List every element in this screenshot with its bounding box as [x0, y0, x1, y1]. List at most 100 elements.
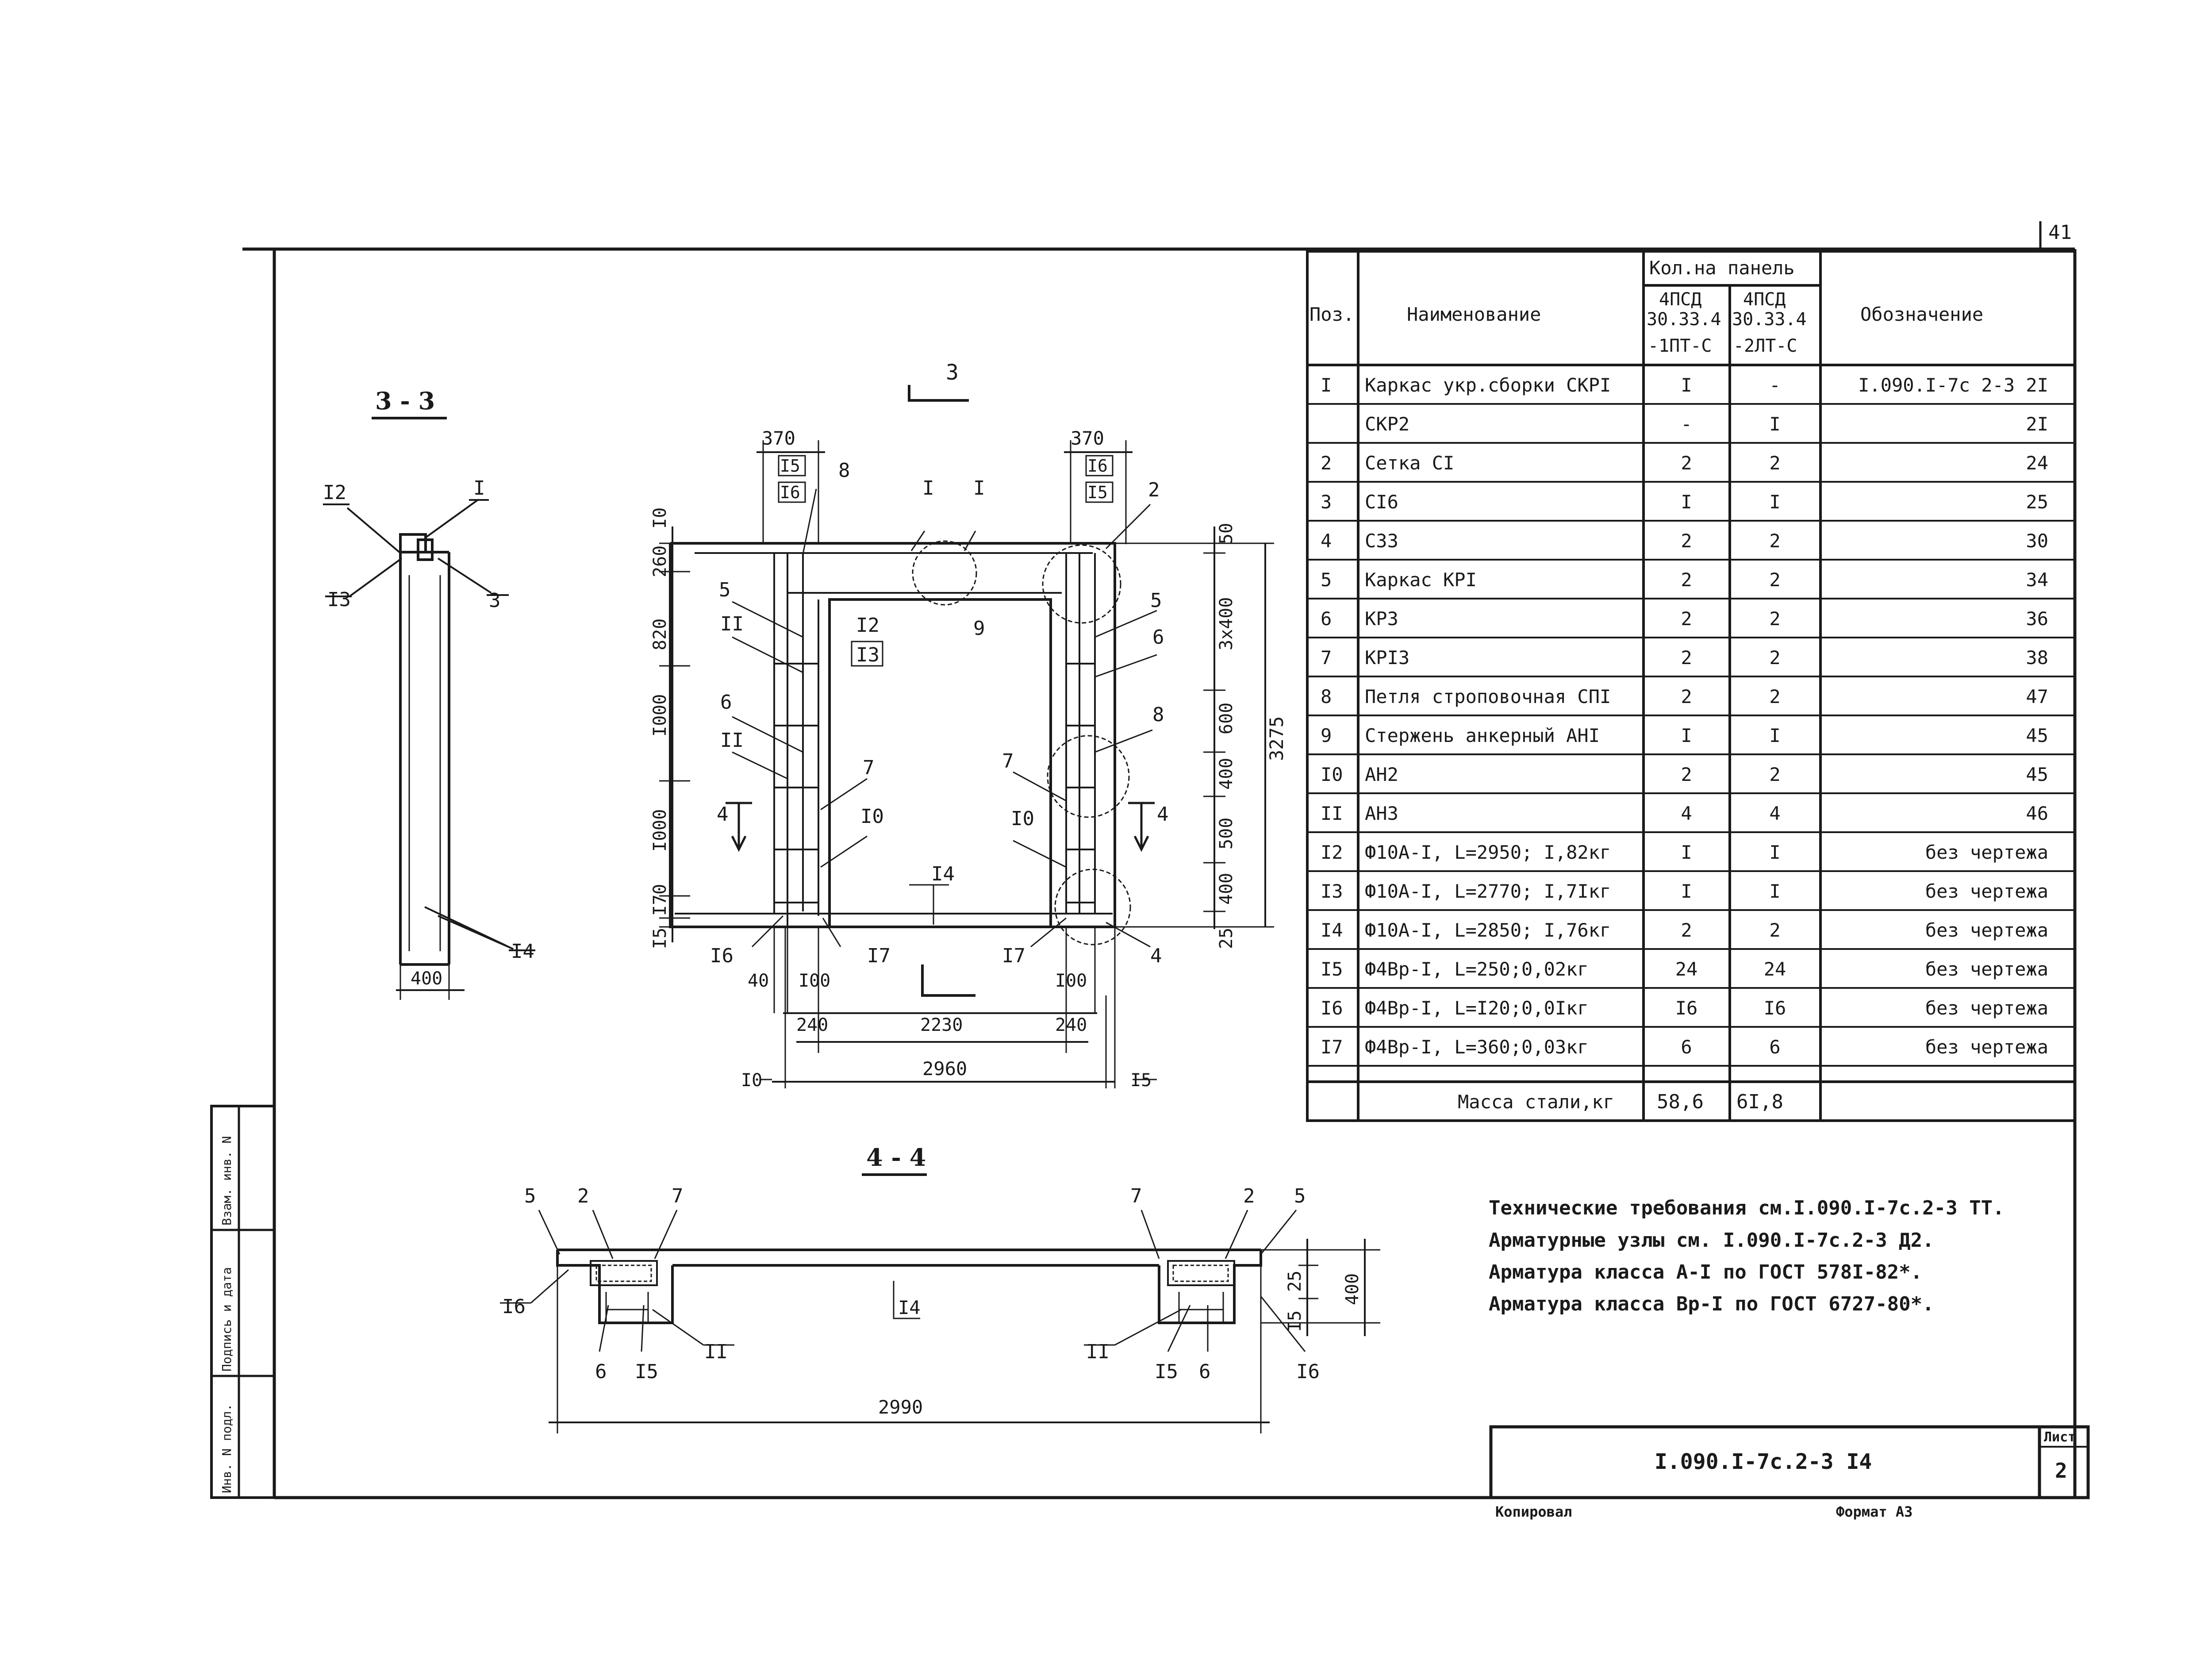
cell-qty-a: 2: [1681, 647, 1692, 669]
spec-table: Поз. Наименование Кол.на панель 4ПСД 30.…: [1306, 250, 2076, 1122]
mark-17a: I7: [867, 945, 891, 967]
cell-qty-a: 2: [1681, 764, 1692, 785]
dim-top-left-370: 370: [762, 427, 795, 449]
cell-qty-b: 6: [1769, 1036, 1780, 1058]
cell-name: Ф4Вр-I, L=I20;0,0Iкг: [1365, 997, 1589, 1019]
cell-name: СI6: [1365, 491, 1398, 513]
s44-mark-14: I4: [898, 1297, 921, 1318]
s44-mark-5a: 5: [524, 1185, 536, 1207]
dim-bot-2960: 2960: [922, 1058, 967, 1080]
section-4-4-title: 4 - 4: [866, 1143, 926, 1172]
copied-by: Копировал: [1495, 1503, 1572, 1520]
s44-mark-7a: 7: [672, 1185, 684, 1207]
mark-10b: I0: [1011, 807, 1034, 830]
dim-left-i16: I6: [780, 483, 800, 502]
cell-designation: I.090.I-7с 2-3 2I: [1858, 374, 2048, 396]
s44-mark-5b: 5: [1294, 1185, 1306, 1207]
s44-mark-6a: 6: [595, 1360, 607, 1383]
s44-mark-16a: I6: [502, 1295, 526, 1318]
dim-bot-40: 40: [748, 971, 769, 991]
cell-pos: I6: [1321, 997, 1343, 1019]
dim-right-i16: I6: [1087, 456, 1108, 476]
cell-pos: 3: [1321, 491, 1332, 513]
total-b: 6I,8: [1736, 1091, 1783, 1113]
mark-8b: 8: [1152, 703, 1164, 726]
cell-designation: 46: [2026, 803, 2048, 824]
section-3-3-title: 3 - 3: [375, 387, 435, 415]
cell-qty-a: I: [1681, 725, 1692, 746]
dim-right-3275: 3275: [1266, 716, 1287, 761]
cell-pos: 4: [1321, 530, 1332, 552]
cut-marker-3-label: 3: [946, 360, 959, 385]
dim-left-1000b: I000: [650, 809, 670, 852]
dim-right-i15: I5: [1087, 483, 1108, 502]
s33-mark-3: 3: [489, 589, 501, 612]
sheet-corner-number: 41: [2048, 221, 2072, 244]
cell-name: КР3: [1365, 608, 1398, 630]
cell-pos: 7: [1321, 647, 1332, 669]
mark-1b: I: [973, 477, 985, 499]
cell-name: Ф10А-I, L=2850; I,76кг: [1365, 919, 1611, 941]
cut-marker-3-top: 3: [908, 360, 969, 402]
dim-bot-100a: I00: [799, 971, 830, 991]
cell-designation: 25: [2026, 491, 2048, 513]
mark-2: 2: [1148, 479, 1160, 501]
stamp-orig-inv: Инв. N подл.: [219, 1404, 234, 1493]
cell-qty-a: 24: [1675, 958, 1698, 980]
stamp-replace-inv: Взам. инв. N: [219, 1136, 234, 1226]
cell-designation: 30: [2026, 530, 2048, 552]
s33-mark-12: I2: [323, 481, 346, 504]
th-name: Наименование: [1407, 304, 1541, 325]
s44-mark-15a: I5: [635, 1360, 658, 1383]
mark-7b: 7: [1002, 750, 1014, 772]
cell-qty-b: I: [1769, 725, 1780, 746]
cell-qty-b: I: [1769, 841, 1780, 863]
s44-mark-2a: 2: [577, 1185, 589, 1207]
dim-bot-100b: I00: [1055, 971, 1087, 991]
s44-mark-15b: I5: [1155, 1360, 1178, 1383]
dim-left-i15: I5: [780, 456, 800, 476]
cell-name: Каркас укр.сборки СКРI: [1365, 374, 1611, 396]
s44-mark-11b: II: [1086, 1341, 1110, 1363]
sheet-format: Формат А3: [1836, 1503, 1912, 1520]
cell-qty-b: 2: [1769, 452, 1780, 474]
cell-designation: 45: [2026, 764, 2048, 785]
cell-designation: 47: [2026, 686, 2048, 707]
cut-marker-3-bottom: [921, 964, 975, 997]
cell-name: Сетка СI: [1365, 452, 1454, 474]
cell-qty-a: I6: [1675, 997, 1698, 1019]
dim-bot-240a: 240: [796, 1015, 828, 1035]
cell-qty-b: 4: [1769, 803, 1780, 824]
th-col-b-3: -2ЛТ-С: [1733, 336, 1797, 356]
title-code: I.090.I-7с.2-3 I4: [1655, 1449, 1872, 1474]
cell-name: С33: [1365, 530, 1398, 552]
s44-mark-2b: 2: [1243, 1185, 1255, 1207]
notes: Технические требования см.I.090.I-7с.2-3…: [1489, 1197, 2005, 1315]
cell-name: АН2: [1365, 764, 1398, 785]
cell-qty-b: I: [1769, 413, 1780, 435]
dim-right-3x400: 3x400: [1216, 597, 1237, 650]
mark-13: I3: [856, 644, 879, 666]
cell-name: Стержень анкерный АНI: [1365, 725, 1600, 746]
mark-11a: II: [720, 613, 744, 635]
cell-qty-a: 2: [1681, 919, 1692, 941]
cell-pos: I4: [1321, 919, 1343, 941]
cell-qty-b: I: [1769, 880, 1780, 902]
s33-mark-1: I: [473, 477, 485, 499]
dim-right-50: 50: [1216, 523, 1237, 544]
dim-left-170: I70: [650, 884, 670, 916]
s44-mark-7b: 7: [1130, 1185, 1142, 1207]
side-stamp: Взам. инв. N Подпись и дата Инв. N подл.: [210, 1105, 276, 1499]
cell-designation: 36: [2026, 608, 2048, 630]
cut4-right: 4: [1157, 803, 1169, 826]
cell-qty-a: I: [1681, 841, 1692, 863]
cell-pos: I: [1321, 374, 1332, 396]
